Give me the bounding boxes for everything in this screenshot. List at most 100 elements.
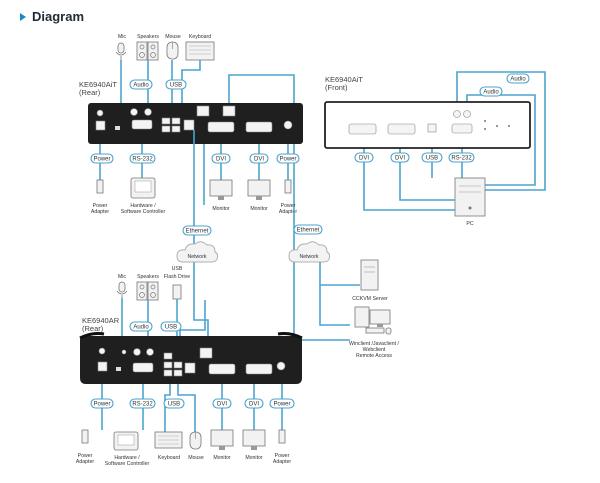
rx-dvi1-label: DVI <box>217 402 227 408</box>
tx-side-label: (Rear) <box>79 88 101 97</box>
svg-text:Adapter: Adapter <box>91 209 109 215</box>
monitor-icon: Monitor <box>247 179 271 212</box>
front-pills: Audio Audio DVI DVI USB RS-232 <box>354 73 530 163</box>
svg-text:Adapter: Adapter <box>273 459 291 465</box>
heading-triangle-icon <box>20 12 26 21</box>
front-device <box>324 101 531 149</box>
front-side-label: (Front) <box>325 83 348 92</box>
rx-flash-label-1: USB <box>172 266 183 272</box>
monitor-icon: Monitor <box>242 429 266 461</box>
mouse-icon: Mouse <box>188 431 204 461</box>
diagram-heading: Diagram <box>20 9 84 24</box>
svg-text:Power: Power <box>275 453 290 459</box>
tx-usb-label: USB <box>170 83 182 89</box>
svg-text:Power: Power <box>93 203 108 209</box>
tx-audio-label: Audio <box>133 83 149 89</box>
monitor-icon: Monitor <box>209 179 233 212</box>
tx-mouse-label: Mouse <box>165 34 181 40</box>
tx-lower-devices: Power Adapter Hardware / Software Contro… <box>91 177 297 215</box>
server-icon: CCKVM Server <box>352 259 388 302</box>
rx-usb1-label: USB <box>165 325 177 331</box>
front-audio2-label: Audio <box>483 90 499 96</box>
svg-text:Power: Power <box>281 203 296 209</box>
svg-text:Monitor: Monitor <box>250 206 268 212</box>
power-adapter-icon: Power Adapter <box>273 429 291 465</box>
svg-text:Power: Power <box>78 453 93 459</box>
rx-device <box>79 332 303 384</box>
front-cables <box>363 71 546 211</box>
rx-mic-label: Mic <box>118 274 126 280</box>
mic-icon: Mic <box>116 274 128 298</box>
ethernet-1-label: Ethernet <box>186 229 209 235</box>
svg-text:Mouse: Mouse <box>188 455 204 461</box>
client-label-3: Remote Access <box>356 353 392 359</box>
front-usb-label: USB <box>426 156 438 162</box>
rx-lower-devices: Power Adapter Hardware / Software Contro… <box>76 429 291 467</box>
tx-rs232-label: RS-232 <box>132 157 153 163</box>
svg-text:Adapter: Adapter <box>76 459 94 465</box>
rx-side-label: (Rear) <box>82 324 104 333</box>
rx-dvi2-label: DVI <box>249 402 259 408</box>
tx-power2-label: Power <box>279 157 296 163</box>
svg-text:Network: Network <box>187 254 206 260</box>
client-label-1: Winclient /Javaclient / <box>349 341 399 347</box>
power-adapter-icon: Power Adapter <box>279 179 297 215</box>
svg-text:Adapter: Adapter <box>279 209 297 215</box>
tx-model-label: KE6940AiT <box>79 80 117 89</box>
ethernet-2-label: Ethernet <box>297 228 320 234</box>
speakers-icon: Speakers <box>136 34 159 61</box>
tx-mic-label: Mic <box>118 34 126 40</box>
power-adapter-icon: Power Adapter <box>76 429 94 465</box>
rx-audio-label: Audio <box>133 325 149 331</box>
pc-label: PC <box>466 221 473 227</box>
rx-pills: Audio USB Power RS-232 USB DVI DVI Power <box>90 321 295 409</box>
monitor-icon: Monitor <box>210 429 234 461</box>
keyboard-icon: Keyboard <box>154 431 183 461</box>
client-label-2: Webclient <box>363 347 386 353</box>
rx-peripherals: Mic Speakers USB Flash Drive <box>116 266 190 301</box>
speakers-icon: Speakers <box>136 274 159 301</box>
rx-speakers-label: Speakers <box>137 274 159 280</box>
usb-flash-drive-icon: USB Flash Drive <box>164 266 190 300</box>
rx-power-label: Power <box>93 402 110 408</box>
tx-device <box>88 103 303 144</box>
svg-text:Hardware /: Hardware / <box>114 455 140 461</box>
front-rs232-label: RS-232 <box>451 156 472 162</box>
svg-text:Keyboard: Keyboard <box>158 455 180 461</box>
controller-icon: Hardware / Software Controller <box>105 431 150 467</box>
network-cloud-icon: Network <box>288 241 331 263</box>
svg-text:Software Controller: Software Controller <box>105 461 150 467</box>
tx-pills: Audio USB Power RS-232 DVI DVI Power <box>90 79 300 164</box>
pc-tower-icon: PC <box>454 177 486 227</box>
keyboard-icon: Keyboard <box>185 34 215 61</box>
mouse-icon: Mouse <box>165 34 181 60</box>
tx-dvi2-label: DVI <box>254 157 264 163</box>
svg-text:Hardware /: Hardware / <box>130 203 156 209</box>
mic-icon: Mic <box>115 34 126 60</box>
rx-model-label: KE6940AR <box>82 316 120 325</box>
rx-rs232-label: RS-232 <box>132 402 153 408</box>
rx-usb2-label: USB <box>168 402 180 408</box>
svg-text:Software Controller: Software Controller <box>121 209 166 215</box>
tx-keyboard-label: Keyboard <box>189 34 211 40</box>
svg-text:Monitor: Monitor <box>212 206 230 212</box>
front-dvi1-label: DVI <box>359 156 369 162</box>
rx-flash-label-2: Flash Drive <box>164 274 190 280</box>
controller-icon: Hardware / Software Controller <box>121 177 166 215</box>
server-label: CCKVM Server <box>352 296 388 302</box>
svg-text:Monitor: Monitor <box>213 455 231 461</box>
tx-speakers-label: Speakers <box>137 34 159 40</box>
power-adapter-icon: Power Adapter <box>91 179 109 215</box>
svg-text:Network: Network <box>299 254 318 260</box>
remote-client-icon: Winclient /Javaclient / Webclient Remote… <box>349 306 399 359</box>
diagram-title: Diagram <box>32 9 85 24</box>
svg-text:Monitor: Monitor <box>245 455 263 461</box>
front-model-label: KE6940AiT <box>325 75 363 84</box>
network-cloud-icon: Network <box>176 241 219 263</box>
tx-peripherals: Mic Speakers Mouse Keyboard <box>115 34 215 61</box>
front-audio1-label: Audio <box>510 77 526 83</box>
front-dvi2-label: DVI <box>395 156 405 162</box>
rx-power2-label: Power <box>273 402 290 408</box>
tx-power-label: Power <box>93 157 110 163</box>
